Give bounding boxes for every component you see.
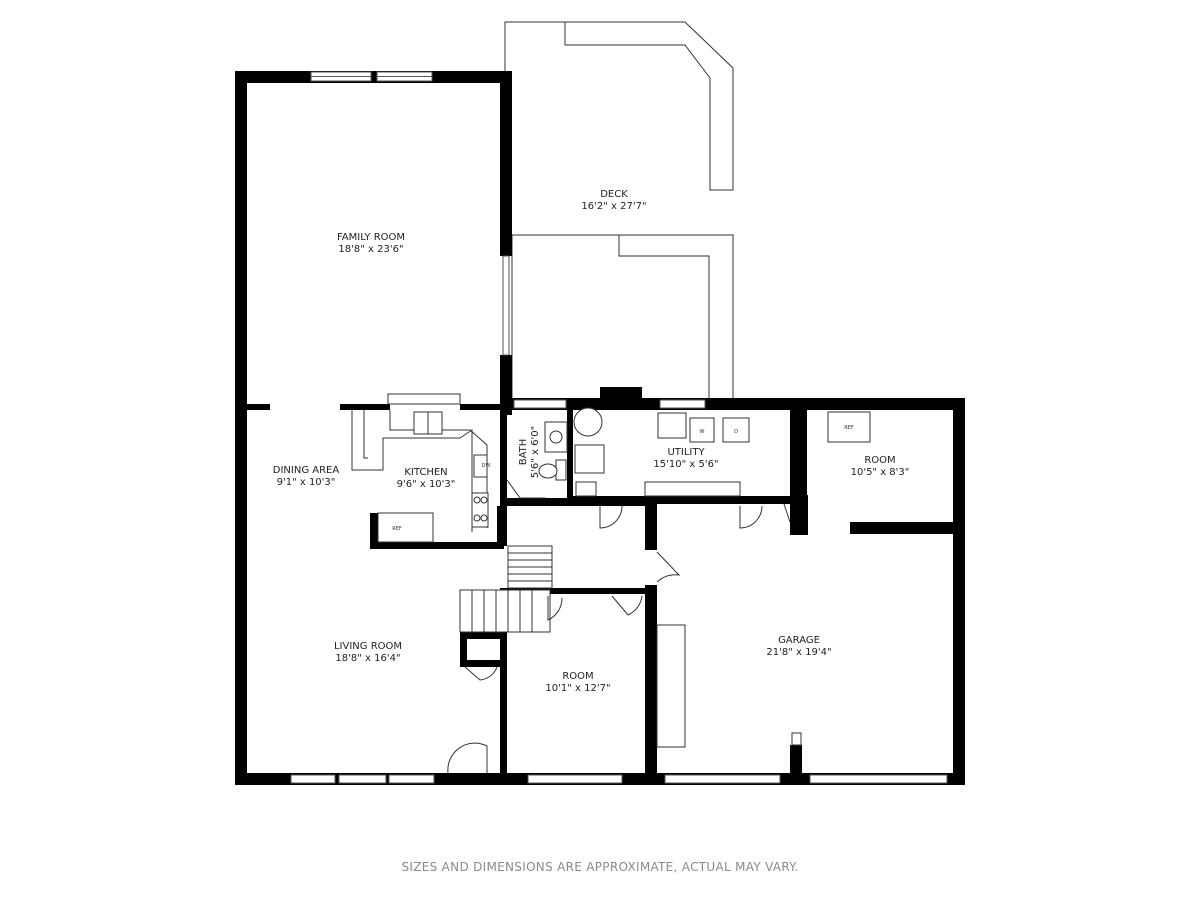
kitchen-fridge-label: REF [392,526,402,532]
family-room-dims: 18'8" x 23'6" [338,244,403,255]
utility-fixtures: W D [573,407,750,497]
room-labels: FAMILY ROOM 18'8" x 23'6" DECK 16'2" x 2… [273,189,910,694]
utility-name: UTILITY [667,447,705,458]
center-room-name: ROOM [562,671,593,682]
stove-icon [471,492,489,528]
utility-sink-icon [657,412,687,439]
ne-room-fixtures: REF [827,411,871,443]
ne-room-name: ROOM [864,455,895,466]
windows [290,71,948,784]
toilet-icon [538,463,558,479]
dishwasher-label: DW [482,463,491,469]
living-room-name: LIVING ROOM [334,641,402,652]
disclaimer-text: SIZES AND DIMENSIONS ARE APPROXIMATE, AC… [401,860,799,874]
interior-walls [235,387,965,785]
door-swings [447,503,791,774]
dishwasher-icon [473,454,488,478]
washer-label: W [700,429,705,435]
room-fridge-icon [827,411,871,443]
bath-sink-icon [544,421,568,453]
utility-dims: 15'10" x 5'6" [653,459,718,470]
dryer-icon [722,417,750,443]
room-fridge-label: REF [844,425,854,431]
stairs [459,545,553,633]
kitchen-dims: 9'6" x 10'3" [397,479,456,490]
dryer-label: D [734,429,738,435]
garage-details [656,624,802,748]
ne-room-dims: 10'5" x 8'3" [851,467,910,478]
dining-area-name: DINING AREA [273,465,340,476]
deck-name: DECK [600,189,628,200]
garage-name: GARAGE [778,635,820,646]
bath-name: BATH [518,439,529,466]
kitchen-name: KITCHEN [404,467,447,478]
family-room-name: FAMILY ROOM [337,232,405,243]
center-room-dims: 10'1" x 12'7" [545,683,610,694]
kitchen-fixtures: DW REF [351,393,491,543]
bath-dims: 5'6" x 6'0" [530,426,541,478]
kitchen-fridge-icon [377,512,434,543]
water-heater-icon [573,407,603,437]
living-room-dims: 18'8" x 16'4" [335,653,400,664]
garage-dims: 21'8" x 19'4" [766,647,831,658]
deck-dims: 16'2" x 27'7" [581,201,646,212]
washer-icon [689,417,715,443]
bath-fixtures [506,421,568,499]
dining-area-dims: 9'1" x 10'3" [277,477,336,488]
